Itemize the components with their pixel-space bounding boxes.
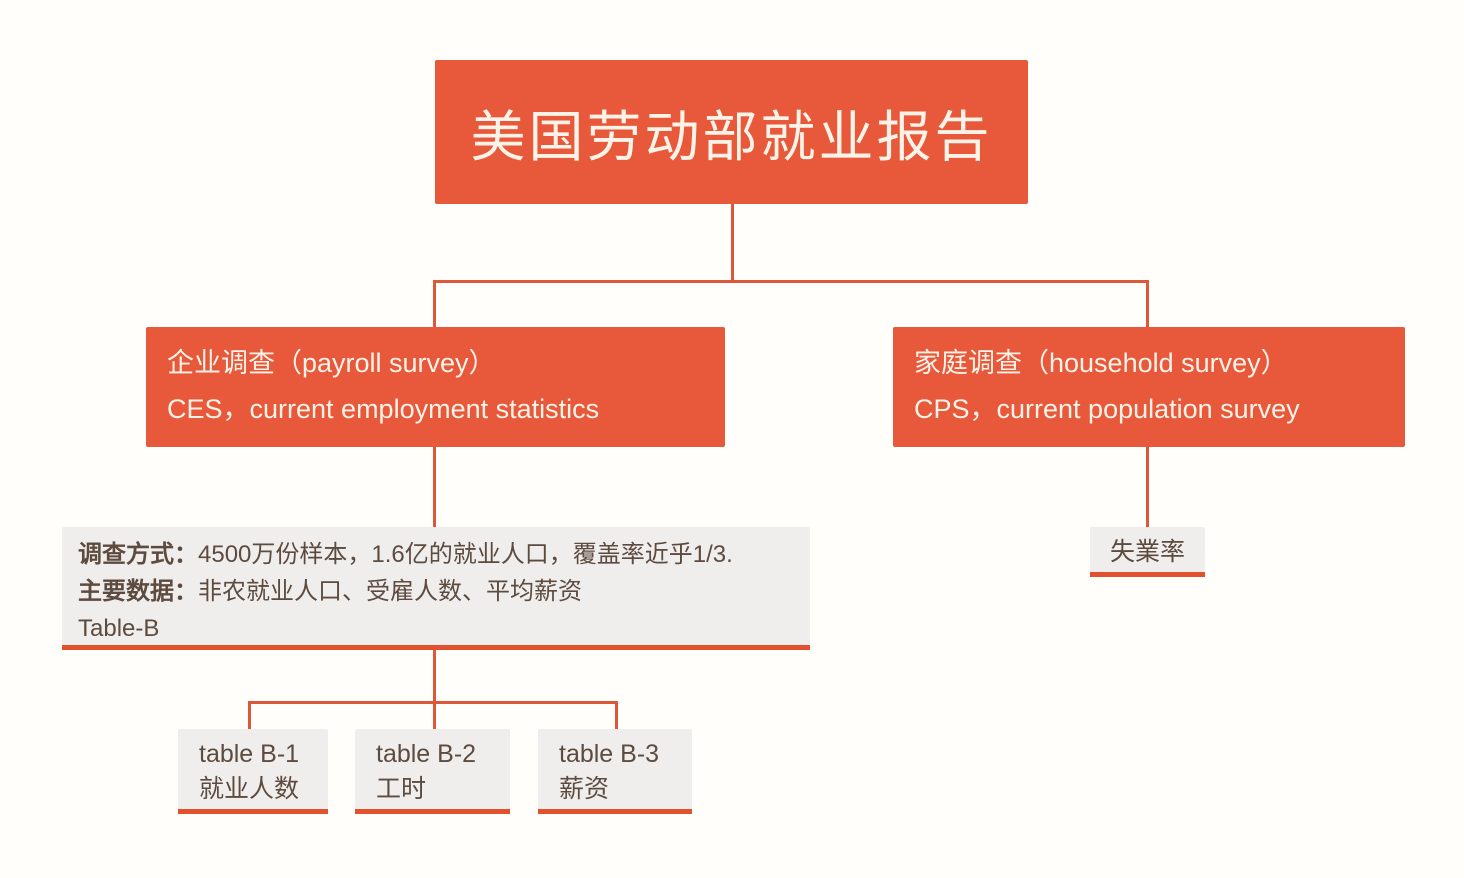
table-b2-title: table B-2: [376, 740, 477, 768]
table-b3-subtitle: 薪资: [559, 775, 610, 803]
household-survey-title: 家庭调查（household survey）: [914, 348, 1288, 378]
connector-household-to-detail: [1146, 446, 1149, 527]
payroll-survey-title: 企业调查（payroll survey）: [167, 348, 496, 378]
payroll-survey-box: 企业调查（payroll survey） CES，current employm…: [146, 327, 725, 447]
connector-drop-table-b1: [248, 701, 251, 729]
table-b3-box: table B-3 薪资: [538, 729, 692, 814]
household-survey-subtitle: CPS，current population survey: [914, 394, 1300, 424]
payroll-detail-box: 调查方式：4500万份样本，1.6亿的就业人口，覆盖率近乎1/3. 主要数据：非…: [62, 527, 810, 650]
connector-title-stem: [731, 204, 734, 283]
method-text: 4500万份样本，1.6亿的就业人口，覆盖率近乎1/3.: [198, 541, 733, 568]
detail-line-method: 调查方式：4500万份样本，1.6亿的就业人口，覆盖率近乎1/3.: [78, 536, 796, 573]
connector-detail-stem: [433, 650, 436, 729]
connector-drop-table-b3: [615, 701, 618, 729]
data-text: 非农就业人口、受雇人数、平均薪资: [198, 578, 582, 605]
connector-bottom-horizontal: [248, 701, 618, 704]
title-box: 美国劳动部就业报告: [435, 60, 1028, 204]
table-b2-box: table B-2 工时: [355, 729, 510, 814]
connector-payroll-to-detail: [433, 447, 436, 528]
connector-top-horizontal: [433, 280, 1149, 283]
data-label: 主要数据：: [78, 578, 198, 605]
unemployment-rate-box: 失業率: [1090, 527, 1205, 577]
method-label: 调查方式：: [78, 541, 198, 568]
table-b1-box: table B-1 就业人数: [178, 729, 328, 814]
detail-line-data: 主要数据：非农就业人口、受雇人数、平均薪资: [78, 573, 796, 610]
table-b1-title: table B-1: [199, 740, 300, 768]
household-survey-box: 家庭调查（household survey） CPS，current popul…: [893, 327, 1405, 447]
table-b3-title: table B-3: [559, 740, 660, 768]
page-title: 美国劳动部就业报告: [470, 106, 993, 168]
detail-line-table: Table-B: [78, 615, 160, 642]
connector-drop-household: [1146, 280, 1149, 327]
unemployment-rate-label: 失業率: [1109, 537, 1185, 566]
connector-drop-payroll: [433, 280, 436, 327]
payroll-survey-subtitle: CES，current employment statistics: [167, 394, 600, 424]
table-b1-subtitle: 就业人数: [199, 775, 300, 803]
table-b2-subtitle: 工时: [376, 775, 427, 803]
